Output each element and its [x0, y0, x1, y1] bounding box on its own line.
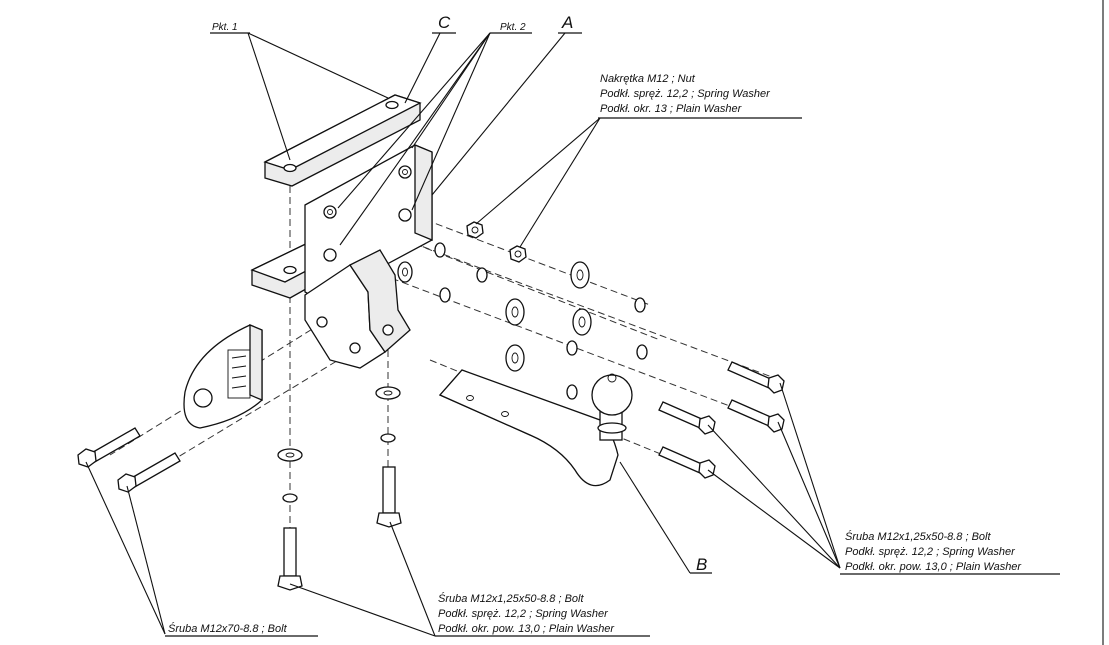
label-bottom-bolt-group: Śruba M12x1,25x50-8.8 ; Bolt Podkł. sprę… — [435, 592, 650, 637]
leader-lines — [85, 32, 841, 637]
top-plate-c — [263, 94, 422, 187]
hardware-cluster — [397, 221, 648, 400]
svg-text:Podkł. okr. 13 ; Plain Washer: Podkł. okr. 13 ; Plain Washer — [600, 103, 743, 115]
svg-text:Podkł. okr. pow. 13,0 ; Plain: Podkł. okr. pow. 13,0 ; Plain Washer — [438, 623, 615, 635]
svg-text:Pkt. 2: Pkt. 2 — [500, 22, 526, 33]
svg-text:Pkt. 1: Pkt. 1 — [212, 22, 238, 33]
label-pkt1: Pkt. 1 — [210, 22, 250, 34]
svg-text:Podkł. spręż. 12,2 ; Spring Wa: Podkł. spręż. 12,2 ; Spring Washer — [600, 88, 771, 100]
label-right-bolt-group: Śruba M12x1,25x50-8.8 ; Bolt Podkł. sprę… — [840, 530, 1060, 575]
main-bracket — [250, 144, 433, 369]
svg-text:Podkł. spręż. 12,2 ; Spring Wa: Podkł. spręż. 12,2 ; Spring Washer — [845, 546, 1016, 558]
svg-text:Nakrętka M12 ; Nut: Nakrętka M12 ; Nut — [600, 73, 696, 85]
label-c: C — [432, 13, 456, 34]
svg-text:Podkł. spręż. 12,2 ; Spring Wa: Podkł. spręż. 12,2 ; Spring Washer — [438, 608, 609, 620]
svg-text:C: C — [438, 13, 451, 32]
svg-text:Podkł. okr. pow. 13,0 ; Plain: Podkł. okr. pow. 13,0 ; Plain Washer — [845, 561, 1022, 573]
label-pkt2: Pkt. 2 — [490, 22, 532, 34]
svg-text:A: A — [561, 13, 573, 32]
tow-ball-hitch-b — [438, 369, 633, 487]
label-b: B — [690, 555, 712, 574]
label-left-bolt: Śruba M12x70-8.8 ; Bolt — [165, 622, 318, 637]
label-a: A — [558, 13, 582, 34]
svg-text:Śruba M12x1,25x50-8.8 ; Bolt: Śruba M12x1,25x50-8.8 ; Bolt — [845, 530, 991, 543]
bottom-washers — [277, 386, 401, 503]
svg-text:Śruba M12x70-8.8 ; Bolt: Śruba M12x70-8.8 ; Bolt — [168, 622, 288, 635]
socket-plate — [183, 324, 263, 429]
label-nut-group: Nakrętka M12 ; Nut Podkł. spręż. 12,2 ; … — [598, 73, 802, 119]
svg-text:Śruba M12x1,25x50-8.8 ; Bolt: Śruba M12x1,25x50-8.8 ; Bolt — [438, 592, 584, 605]
svg-text:B: B — [696, 555, 707, 574]
